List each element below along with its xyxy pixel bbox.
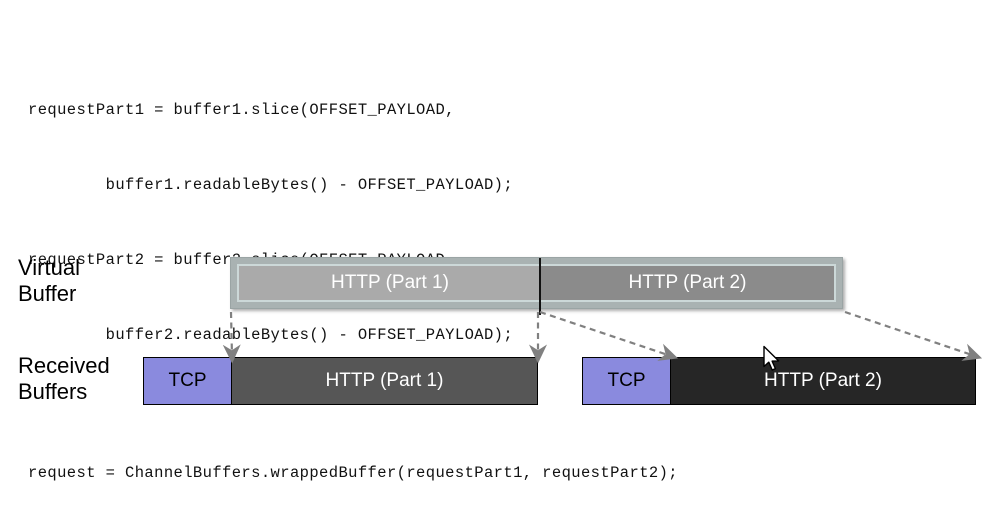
- buffer-diagram: Virtual Buffer Received Buffers HTTP (Pa…: [18, 255, 983, 405]
- received-buffer-2-http-segment: HTTP (Part 2): [671, 358, 975, 404]
- received-buffer-1: TCP HTTP (Part 1): [143, 357, 538, 405]
- received-buffers-label: Received Buffers: [18, 353, 110, 404]
- received-buffer-1-tcp-segment: TCP: [144, 358, 232, 404]
- arrow-part2-start: [539, 310, 679, 361]
- code-line: request = ChannelBuffers.wrappedBuffer(r…: [28, 464, 679, 482]
- code-line: requestPart1 = buffer1.slice(OFFSET_PAYL…: [28, 101, 455, 119]
- code-line: buffer2.readableBytes() - OFFSET_PAYLOAD…: [28, 326, 514, 344]
- virtual-buffer-label: Virtual Buffer: [18, 255, 80, 306]
- received-buffer-2-tcp-segment: TCP: [583, 358, 671, 404]
- received-buffer-2: TCP HTTP (Part 2): [582, 357, 976, 405]
- arrow-part1-start: [222, 311, 241, 364]
- arrow-part2-end: [844, 310, 983, 361]
- virtual-buffer-split-line: [539, 258, 541, 315]
- virtual-buffer-segment-part2: HTTP (Part 2): [541, 266, 834, 300]
- received-buffer-1-http-segment: HTTP (Part 1): [232, 358, 537, 404]
- virtual-buffer-inner-frame: HTTP (Part 1) HTTP (Part 2): [237, 264, 836, 302]
- virtual-buffer-segment-part1: HTTP (Part 1): [239, 266, 541, 300]
- virtual-buffer-bar: HTTP (Part 1) HTTP (Part 2): [230, 257, 843, 315]
- code-line: buffer1.readableBytes() - OFFSET_PAYLOAD…: [28, 176, 514, 194]
